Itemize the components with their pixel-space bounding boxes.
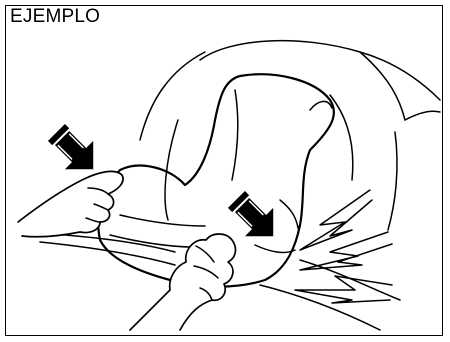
impact-lightning-icon — [295, 190, 392, 303]
left-hand — [18, 171, 123, 236]
right-hand — [130, 234, 235, 330]
